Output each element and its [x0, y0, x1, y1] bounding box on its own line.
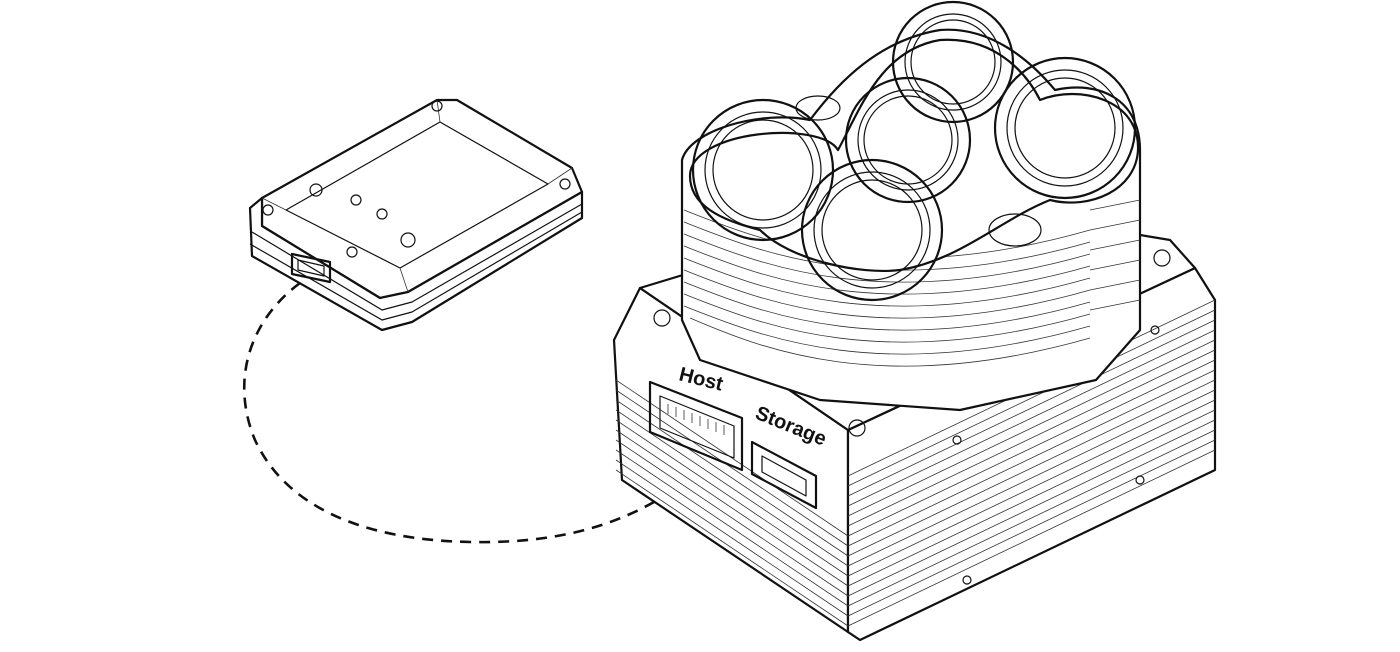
external-module: [248, 98, 584, 332]
lens-left: [691, 98, 835, 242]
sensor-device: Host Storage: [612, 0, 1217, 642]
module-usb-port: [290, 252, 332, 284]
connection-cable: [242, 281, 701, 544]
host-port: [648, 380, 744, 472]
lens-front: [800, 158, 944, 302]
lens-right: [993, 56, 1137, 200]
lens-top: [891, 0, 1015, 124]
storage-port: [750, 440, 818, 510]
